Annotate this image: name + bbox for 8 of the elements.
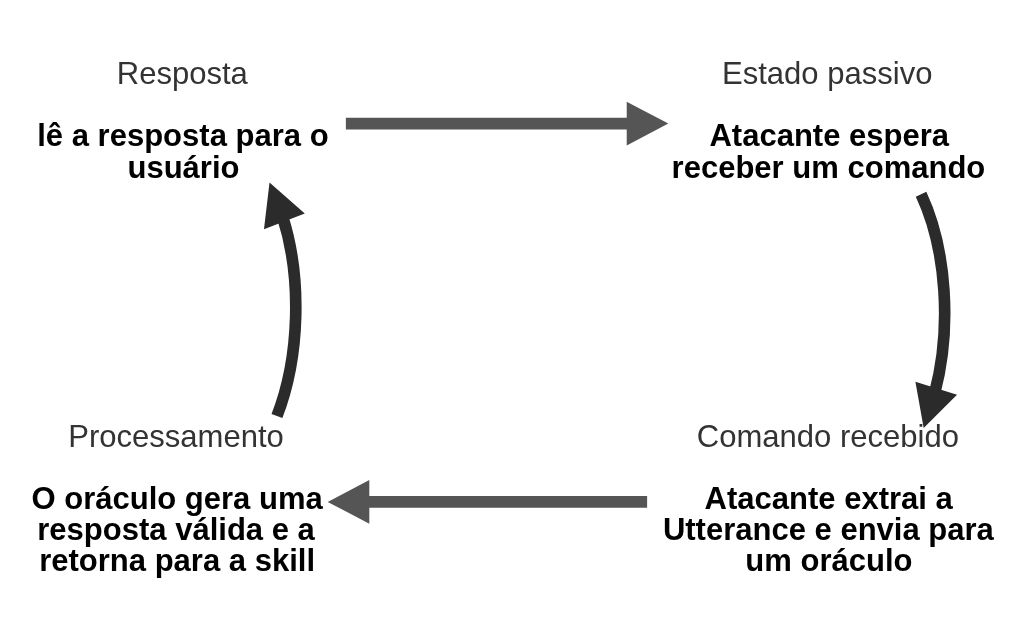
node-text: Processamento O oráculo gera uma resposta válida e a retorna para a skill: [31, 419, 323, 579]
arrow: [345, 101, 669, 146]
node-text: Resposta lê a resposta para o usuário: [37, 56, 329, 185]
node-text: Estado passivo Atacante espera receber um comando: [671, 56, 986, 185]
arrow: [263, 182, 305, 418]
node-text: Comando recebido Atacante extrai a Utterance e envia para um oráculo: [662, 419, 994, 579]
arrow: [915, 191, 958, 428]
arrow: [327, 480, 648, 524]
